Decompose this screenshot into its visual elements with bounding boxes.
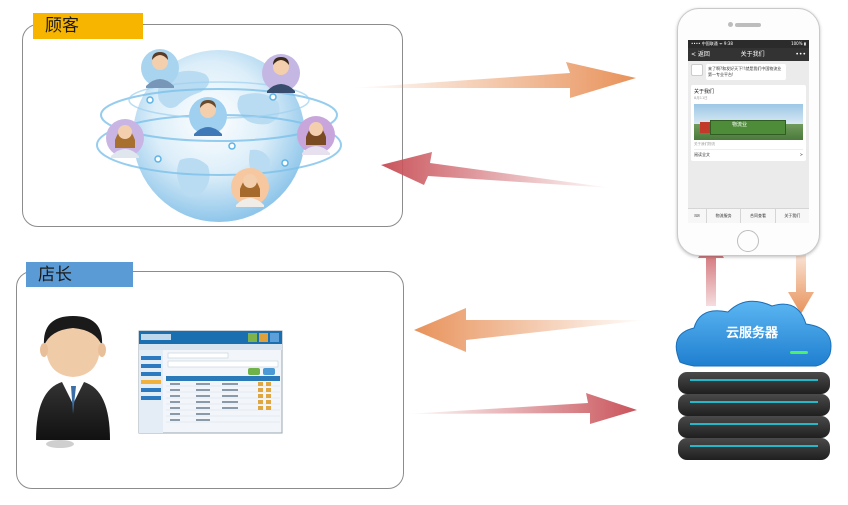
nav-title: 关于我们: [740, 51, 765, 58]
arrow-shopkeeper-to-server: [406, 393, 637, 424]
avatar-woman-1: [106, 119, 144, 158]
account-avatar: [691, 64, 703, 76]
avatar-woman-3: [231, 168, 269, 207]
back-button[interactable]: < 返回: [691, 51, 710, 58]
arrow-customer-to-phone: [352, 62, 636, 98]
keyboard-icon[interactable]: ⌨: [688, 209, 707, 223]
chat-message: 来了啊?和发好天下!!就是我们中国物流业第一专业平台!: [688, 61, 809, 80]
phone-screen: •••• 中国联通 ᯤ 9:38 100% ▮ < 返回 关于我们 ••• 来了…: [688, 40, 809, 223]
truck-trailer: [710, 120, 786, 135]
truck-cab: [700, 122, 712, 133]
businessman-illustration: [36, 316, 110, 448]
cloud-server-illustration: [675, 300, 832, 460]
more-menu-icon[interactable]: •••: [795, 51, 806, 58]
status-left: •••• 中国联通 ᯤ 9:38: [691, 41, 733, 46]
tab-about[interactable]: 关于我们: [784, 213, 801, 218]
phone-nav-bar: < 返回 关于我们 •••: [688, 48, 809, 61]
read-more-label: 阅读全文: [694, 152, 710, 157]
phone-tab-bar: ⌨ 物流服务 合同查看 关于我们: [688, 208, 809, 223]
arrow-server-to-shopkeeper: [414, 308, 646, 352]
phone-camera: [728, 22, 733, 27]
article-summary: 关于我们物流: [694, 142, 715, 146]
avatar-man-1: [141, 49, 179, 88]
phone-status-bar: •••• 中国联通 ᯤ 9:38 100% ▮: [688, 40, 809, 48]
tab-logistics[interactable]: 物流服务: [707, 209, 742, 223]
phone-speaker: [735, 23, 761, 27]
smartphone: •••• 中国联通 ᯤ 9:38 100% ▮ < 返回 关于我们 ••• 来了…: [677, 8, 820, 256]
arrow-phone-to-server: [788, 250, 814, 314]
truck-logo-text: 物流业: [732, 122, 748, 128]
status-right: 100% ▮: [791, 41, 806, 46]
article-title: 关于我们: [694, 89, 715, 95]
avatar-woman-2: [297, 116, 335, 155]
read-more-link[interactable]: 阅读全文 >: [694, 149, 803, 158]
shopkeeper-panel: [16, 271, 404, 489]
article-card[interactable]: 关于我们 8月11日 物流业 关于我们物流 阅读全文 >: [691, 85, 806, 161]
arrow-phone-to-customer: [381, 152, 612, 188]
avatar-man-3: [189, 97, 227, 136]
tab-contract[interactable]: 合同查看: [741, 209, 776, 223]
customer-label: 顾客: [33, 13, 143, 39]
shopkeeper-label: 店长: [26, 262, 133, 287]
article-date: 8月11日: [694, 96, 708, 100]
server-label: 云服务器: [725, 326, 778, 341]
admin-software-window: [138, 330, 283, 434]
avatar-man-2: [262, 54, 300, 93]
message-bubble: 来了啊?和发好天下!!就是我们中国物流业第一专业平台!: [706, 64, 786, 80]
chevron-right-icon: >: [799, 152, 803, 157]
article-cover-image: 物流业: [694, 104, 803, 140]
home-button[interactable]: [737, 230, 759, 252]
